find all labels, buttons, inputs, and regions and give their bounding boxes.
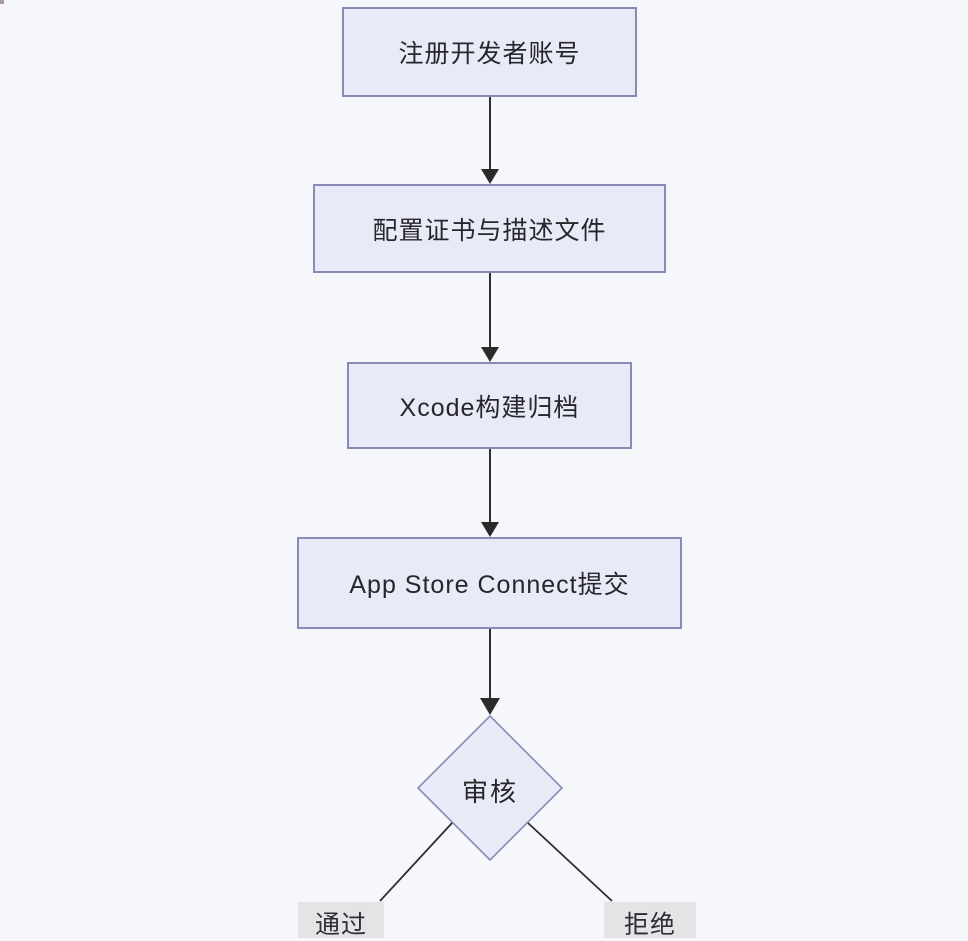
node-appstore-label: App Store Connect提交	[349, 571, 630, 599]
node-certs-label: 配置证书与描述文件	[372, 216, 607, 245]
node-configure-certificates: 配置证书与描述文件	[313, 184, 666, 273]
review-diamond-shape	[416, 714, 564, 862]
arrowhead-icon	[481, 169, 499, 184]
node-register-label: 注册开发者账号	[398, 40, 581, 68]
edge-review-pass-line	[379, 822, 453, 902]
arrowhead-icon	[481, 522, 499, 537]
node-review-label: 审核	[461, 777, 518, 807]
arrowhead-icon	[480, 698, 500, 715]
arrowhead-icon	[481, 347, 499, 362]
edge-label-pass: 通过	[298, 902, 384, 939]
node-xcode-build-archive: Xcode构建归档	[347, 362, 632, 449]
node-register-developer-account: 注册开发者账号	[342, 7, 637, 97]
edge-label-reject: 拒绝	[604, 902, 696, 939]
node-appstore-connect-submit: App Store Connect提交	[297, 537, 682, 629]
edge-review-reject-line	[527, 822, 613, 902]
corner-artifact	[0, 0, 4, 4]
node-xcode-label: Xcode构建归档	[399, 393, 580, 422]
